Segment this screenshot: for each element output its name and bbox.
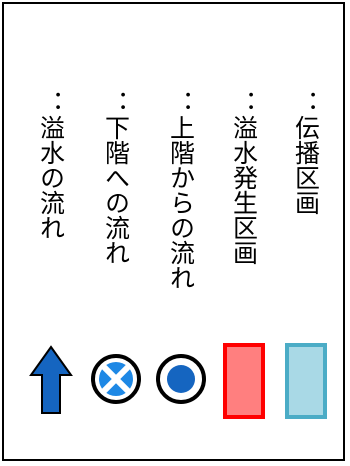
legend-item-flow-from-above: ：上階からの流れ (151, 4, 211, 463)
light-blue-rectangle-icon (285, 343, 327, 419)
crossed-circle-icon (91, 354, 141, 404)
legend-item-overflow-flow: ：溢水の流れ (21, 4, 81, 463)
legend-item-overflow-source-area: ：溢水発生区画 (214, 4, 274, 463)
dot-circle-icon (156, 354, 206, 404)
legend-label-flow-from-above: ：上階からの流れ (166, 90, 196, 290)
legend-item-propagation-area: ：伝播区画 (276, 4, 336, 463)
blue-up-arrow-icon (29, 345, 73, 414)
legend-label-propagation-area: ：伝播区画 (291, 90, 321, 215)
red-rectangle-icon (223, 343, 265, 419)
legend-item-flow-down: ：下階への流れ (86, 4, 146, 463)
legend-label-flow-down: ：下階への流れ (101, 90, 131, 265)
legend-label-overflow-source-area: ：溢水発生区画 (229, 90, 259, 265)
legend-label-overflow-flow: ：溢水の流れ (36, 90, 66, 240)
legend-panel: ：溢水の流れ ：下階への流れ ：上階からの流れ ：溢水発生区画 ：伝播区画 (2, 2, 345, 461)
